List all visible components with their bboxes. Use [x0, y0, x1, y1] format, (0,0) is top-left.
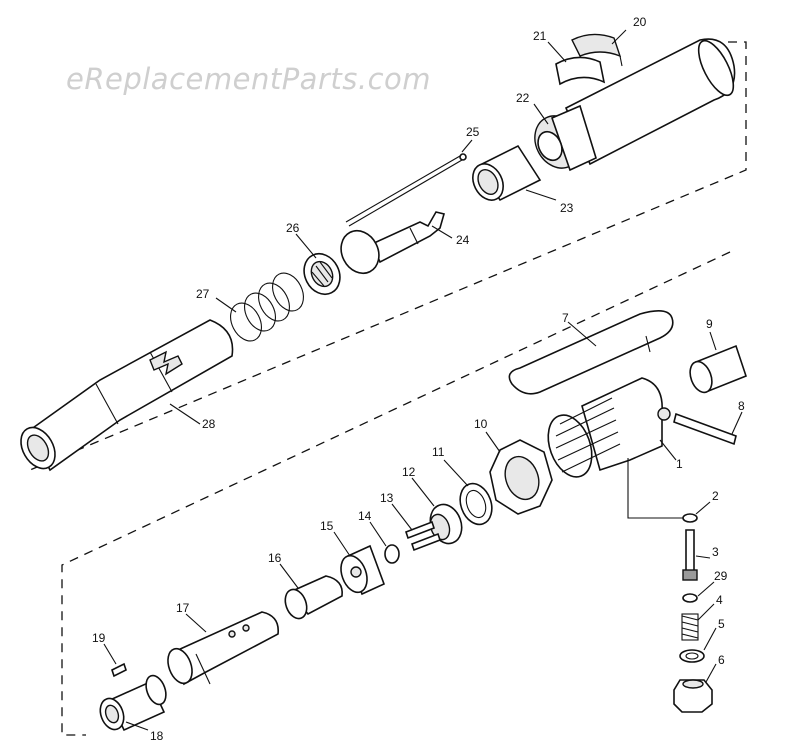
lower-assembly-line — [61, 251, 731, 736]
part-17-cylinder[interactable] — [164, 611, 279, 687]
callout-2: 2 — [712, 489, 719, 503]
callout-1: 1 — [676, 457, 683, 471]
part-14-ball[interactable] — [384, 544, 400, 564]
callout-5: 5 — [718, 617, 725, 631]
callout-20: 20 — [633, 15, 647, 29]
valve-column-line — [627, 458, 690, 519]
part-10-hex-nut[interactable] — [489, 439, 553, 515]
part-7-lever[interactable] — [508, 310, 674, 395]
callout-13: 13 — [380, 491, 394, 505]
part-26-screen[interactable] — [297, 248, 346, 301]
part-18-retainer[interactable] — [96, 673, 169, 733]
part-6-cap-nut[interactable] — [673, 679, 713, 713]
callout-7: 7 — [562, 311, 569, 325]
callout-28: 28 — [202, 417, 216, 431]
callout-25: 25 — [466, 125, 480, 139]
callout-22: 22 — [516, 91, 530, 105]
callout-11: 11 — [432, 445, 445, 459]
callout-6: 6 — [718, 653, 725, 667]
callout-26: 26 — [286, 221, 300, 235]
part-25-rod[interactable] — [345, 153, 467, 227]
callout-3: 3 — [712, 545, 719, 559]
part-28-barrel[interactable] — [14, 319, 234, 475]
callout-10: 10 — [474, 417, 488, 431]
callout-23: 23 — [560, 201, 574, 215]
callout-12: 12 — [402, 465, 416, 479]
leader-lines — [103, 29, 743, 731]
rear-housing[interactable] — [564, 36, 740, 166]
callout-21: 21 — [533, 29, 547, 43]
part-16-piston[interactable] — [281, 575, 343, 622]
callout-16: 16 — [268, 551, 282, 565]
callout-24: 24 — [456, 233, 470, 247]
part-29-o-ring[interactable] — [682, 593, 698, 603]
part-8-pin[interactable] — [673, 412, 737, 446]
part-1-handle-body[interactable] — [540, 377, 671, 483]
part-22-nut[interactable] — [526, 104, 597, 176]
part-24-valve[interactable] — [370, 211, 445, 264]
part-9-inlet[interactable] — [686, 344, 747, 395]
part-2-o-ring[interactable] — [682, 513, 698, 523]
part-15-cap[interactable] — [336, 544, 386, 596]
part-3-valve-stem[interactable] — [682, 529, 698, 581]
callout-29: 29 — [714, 569, 728, 583]
callout-15: 15 — [320, 519, 334, 533]
part-11-washer[interactable] — [455, 479, 498, 529]
valve-disc[interactable] — [334, 224, 386, 280]
callout-8: 8 — [738, 399, 745, 413]
callout-4: 4 — [716, 593, 723, 607]
part-13-pins[interactable] — [404, 520, 442, 552]
part-19-pin[interactable] — [111, 662, 127, 678]
part-4-spring[interactable] — [681, 613, 699, 641]
callout-9: 9 — [706, 317, 713, 331]
callout-18: 18 — [150, 729, 164, 743]
callout-19: 19 — [92, 631, 106, 645]
callout-27: 27 — [196, 287, 210, 301]
part-23-bushing[interactable] — [467, 144, 542, 205]
part-21-ring-segment[interactable] — [555, 56, 606, 86]
callout-labels: 20 21 22 23 25 24 26 27 28 7 9 8 1 10 11… — [92, 15, 745, 743]
callout-17: 17 — [176, 601, 190, 615]
upper-assembly-line — [29, 41, 747, 471]
callout-14: 14 — [358, 509, 372, 523]
watermark: eReplacementParts.com — [66, 62, 432, 96]
part-27-spring[interactable] — [224, 268, 309, 346]
part-5-washer[interactable] — [679, 649, 705, 663]
